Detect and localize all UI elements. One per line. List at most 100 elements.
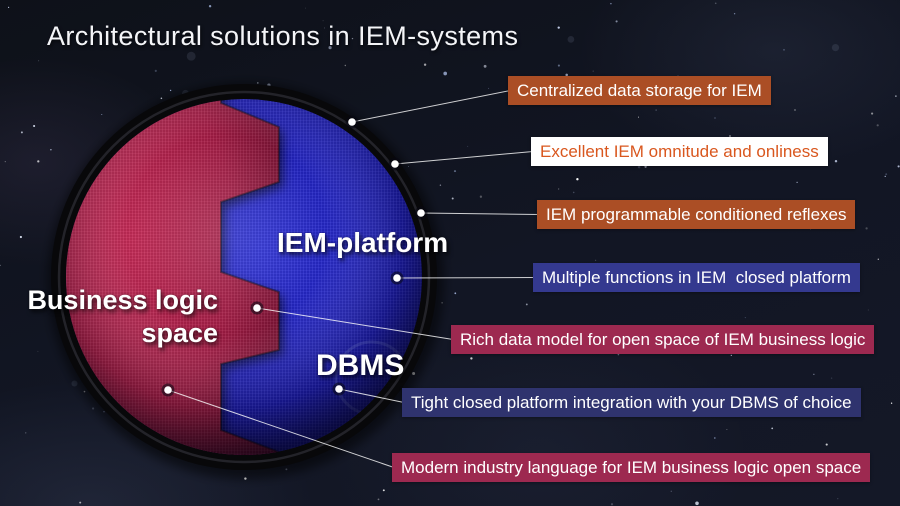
business-logic-space-label: Business logic space <box>26 284 218 350</box>
star <box>830 377 833 379</box>
star <box>876 124 879 127</box>
iem-platform-label: IEM-platform <box>277 227 449 258</box>
star <box>19 235 22 239</box>
callout-text: Multiple functions in IEM closed platfor… <box>542 267 851 287</box>
slide-title: Architectural solutions in IEM-systems <box>47 21 519 51</box>
business-logic-label-line2: space <box>141 318 218 348</box>
star <box>895 95 897 97</box>
callout-text: Centralized data storage for IEM <box>517 80 762 100</box>
star <box>592 70 594 72</box>
star <box>813 373 815 375</box>
callout-omnitude-onliness: Excellent IEM omnitude and onliness <box>531 137 828 166</box>
sphere-rim-highlight <box>57 90 431 464</box>
star <box>37 160 40 163</box>
star <box>208 5 212 8</box>
star <box>351 37 354 40</box>
star <box>50 148 52 151</box>
star <box>572 191 575 194</box>
star <box>37 350 39 352</box>
star <box>24 432 27 434</box>
star <box>483 64 487 68</box>
star <box>344 64 347 67</box>
callout-connector-line <box>396 277 536 279</box>
star <box>890 402 893 404</box>
star <box>443 71 448 76</box>
callout-connector-line <box>420 212 540 215</box>
star <box>730 354 732 357</box>
star <box>154 69 157 72</box>
callout-conditioned-reflexes: IEM programmable conditioned reflexes <box>537 200 856 229</box>
star <box>885 173 888 176</box>
star <box>834 159 838 163</box>
star <box>111 33 114 36</box>
business-logic-label-line1: Business logic <box>27 285 218 315</box>
star-dust <box>567 36 575 43</box>
star <box>637 165 641 169</box>
callout-connector-line <box>394 151 534 165</box>
dbms-label: DBMS <box>316 349 405 382</box>
star <box>617 353 620 356</box>
star <box>367 44 369 46</box>
callout-dot <box>391 160 399 168</box>
callout-connector-line <box>351 90 511 123</box>
star <box>377 498 380 501</box>
star <box>796 181 798 184</box>
callout-dbms-integration: Tight closed platform integration with y… <box>402 388 861 417</box>
star <box>382 489 385 492</box>
callout-text: Modern industry language for IEM busines… <box>401 457 862 477</box>
star <box>897 165 900 168</box>
star <box>454 292 457 295</box>
callout-centralized-data-storage: Centralized data storage for IEM <box>508 76 771 105</box>
callout-connector-line <box>338 388 405 403</box>
star <box>877 258 879 260</box>
callout-text: Rich data model for open space of IEM bu… <box>460 329 866 349</box>
star <box>328 46 332 50</box>
star <box>79 501 82 504</box>
star <box>733 13 736 15</box>
callout-dot <box>164 386 172 394</box>
callout-text: Tight closed platform integration with y… <box>411 392 852 412</box>
star <box>257 82 259 84</box>
star <box>714 2 717 5</box>
callout-multiple-functions: Multiple functions in IEM closed platfor… <box>533 263 860 292</box>
star <box>322 20 324 22</box>
star <box>744 317 746 319</box>
callout-connector-line <box>256 307 454 340</box>
star <box>7 6 10 9</box>
star <box>610 503 614 506</box>
star-dust <box>186 51 196 61</box>
star <box>558 188 560 190</box>
star <box>726 429 728 431</box>
star <box>610 2 612 5</box>
callout-dot <box>393 274 401 282</box>
star <box>557 64 560 67</box>
star <box>470 357 473 360</box>
star <box>467 145 469 147</box>
star-dust <box>831 43 840 52</box>
callout-text: Excellent IEM omnitude and onliness <box>540 141 819 161</box>
star <box>169 89 172 92</box>
star <box>525 303 528 306</box>
callout-rich-data-model: Rich data model for open space of IEM bu… <box>451 325 875 354</box>
star <box>160 97 163 100</box>
sphere-shading <box>66 99 422 455</box>
star <box>20 131 23 134</box>
star <box>884 175 886 178</box>
star <box>407 166 409 168</box>
star <box>637 116 640 118</box>
callout-dot <box>335 385 343 393</box>
star <box>655 109 657 111</box>
star <box>825 443 828 446</box>
callout-dot <box>348 118 356 126</box>
star <box>488 87 490 89</box>
star <box>794 109 796 111</box>
callout-modern-language: Modern industry language for IEM busines… <box>392 453 871 482</box>
star <box>670 490 673 493</box>
star <box>771 427 774 430</box>
star <box>92 407 95 410</box>
star <box>557 26 560 29</box>
star <box>837 498 839 500</box>
star <box>439 184 442 186</box>
star <box>713 437 716 439</box>
